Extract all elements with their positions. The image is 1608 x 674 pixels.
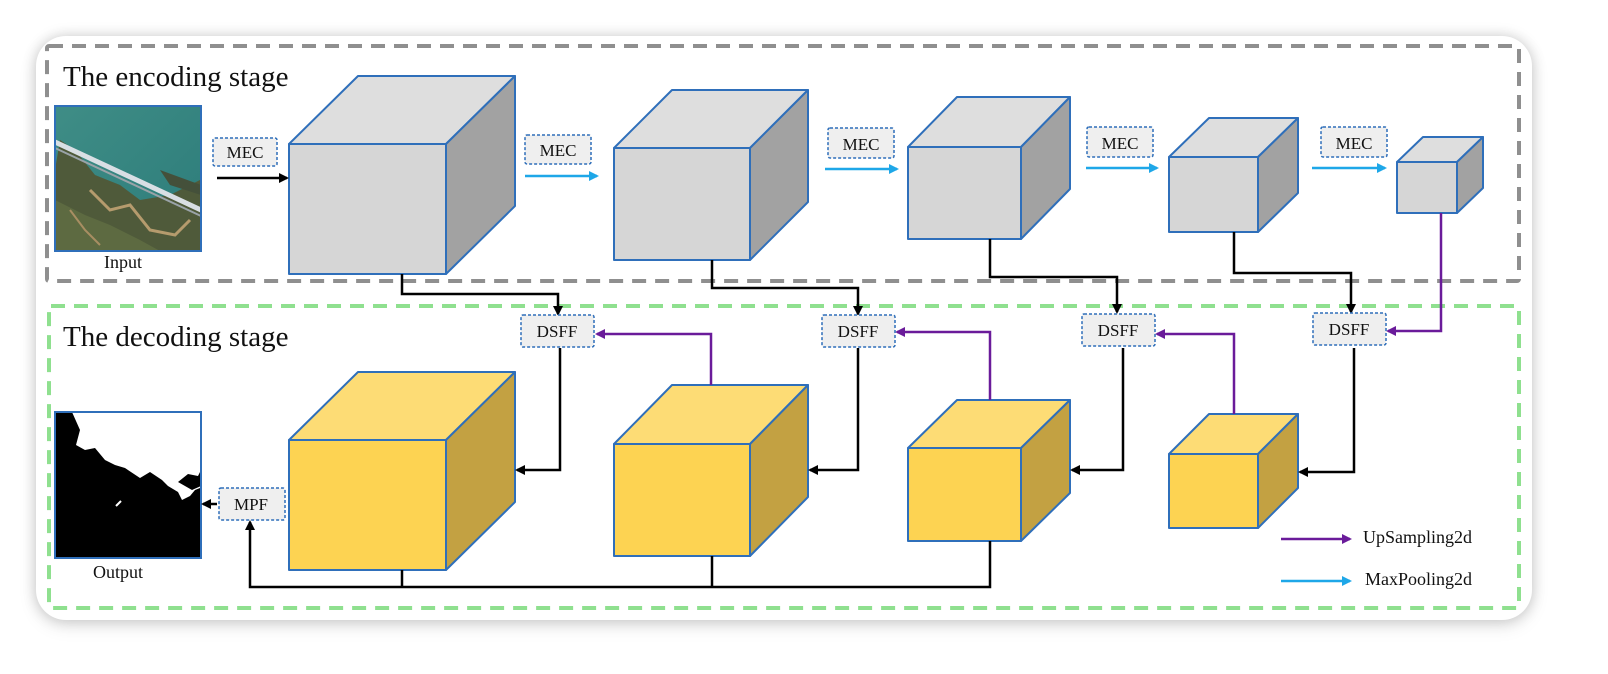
decoder-level-4 <box>1168 413 1299 529</box>
cube-front-face <box>1168 453 1259 529</box>
decoder-level-1 <box>288 371 516 571</box>
cube-front-face <box>907 146 1022 240</box>
mec-block-1: MEC <box>212 137 278 167</box>
dsff-label: DSFF <box>1098 321 1139 340</box>
output-mask-image <box>54 411 202 559</box>
input-caption: Input <box>104 252 142 272</box>
encoder-level-5 <box>1396 136 1484 214</box>
skip-connection-4 <box>1232 232 1356 314</box>
cube-front-face <box>907 447 1022 542</box>
encoding-stage-border <box>45 44 1521 283</box>
mpf-block: MPF <box>218 487 286 521</box>
output-caption: Output <box>93 562 143 582</box>
encoder-level-3 <box>907 96 1071 240</box>
skip-connection-2 <box>710 260 863 316</box>
mpf-aggregation-line <box>245 520 992 589</box>
cube-front-face <box>1168 156 1259 233</box>
upsample-arrow-2 <box>895 327 992 400</box>
dsff-output-arrow-1 <box>515 348 562 475</box>
dsff-output-arrow-2 <box>808 348 860 475</box>
upsample-arrow-bottleneck <box>1386 213 1443 336</box>
encoder-level-2 <box>613 89 809 261</box>
mec-block-4: MEC <box>1086 126 1154 158</box>
legend-item-upsampling: UpSampling2d <box>1281 527 1472 547</box>
mec-label: MEC <box>1102 134 1139 153</box>
decoder-level-2 <box>613 384 809 557</box>
decoding-stage-title: The decoding stage <box>63 321 288 353</box>
mec-label: MEC <box>843 135 880 154</box>
cube-front-face <box>288 439 447 571</box>
dsff-output-arrow-4 <box>1298 348 1356 477</box>
dsff-block-3: DSFF <box>1081 313 1156 347</box>
upsample-arrow-1 <box>595 329 713 385</box>
legend-label-upsampling: UpSampling2d <box>1363 527 1472 547</box>
cube-front-face <box>613 147 751 261</box>
cube-front-face <box>288 143 447 275</box>
mec-block-3: MEC <box>827 127 895 159</box>
dsff-output-arrow-3 <box>1070 348 1125 475</box>
legend: UpSampling2d MaxPooling2d <box>1281 527 1472 589</box>
legend-item-maxpooling: MaxPooling2d <box>1281 569 1472 589</box>
dsff-block-2: DSFF <box>821 314 896 348</box>
mpf-label: MPF <box>234 495 268 514</box>
skip-connection-1 <box>400 274 563 316</box>
legend-label-maxpooling: MaxPooling2d <box>1365 569 1472 589</box>
dsff-label: DSFF <box>1329 320 1370 339</box>
input-image <box>53 105 203 252</box>
cube-front-face <box>613 443 751 557</box>
cube-front-face <box>1396 161 1458 214</box>
mec-label: MEC <box>1336 134 1373 153</box>
mec-label: MEC <box>227 143 264 162</box>
mec-block-5: MEC <box>1320 126 1388 158</box>
dsff-label: DSFF <box>838 322 879 341</box>
upsample-arrow-3 <box>1155 329 1236 414</box>
encoder-level-1 <box>288 75 516 275</box>
dsff-block-1: DSFF <box>520 314 595 348</box>
decoder-level-3 <box>907 399 1071 542</box>
mec-block-2: MEC <box>524 134 592 165</box>
mec-label: MEC <box>540 141 577 160</box>
skip-connection-3 <box>988 239 1122 314</box>
dsff-block-4: DSFF <box>1312 312 1387 346</box>
encoder-level-4 <box>1168 117 1299 233</box>
encoding-stage-title: The encoding stage <box>63 61 288 93</box>
dsff-label: DSFF <box>537 322 578 341</box>
decoding-stage-border <box>47 304 1521 610</box>
